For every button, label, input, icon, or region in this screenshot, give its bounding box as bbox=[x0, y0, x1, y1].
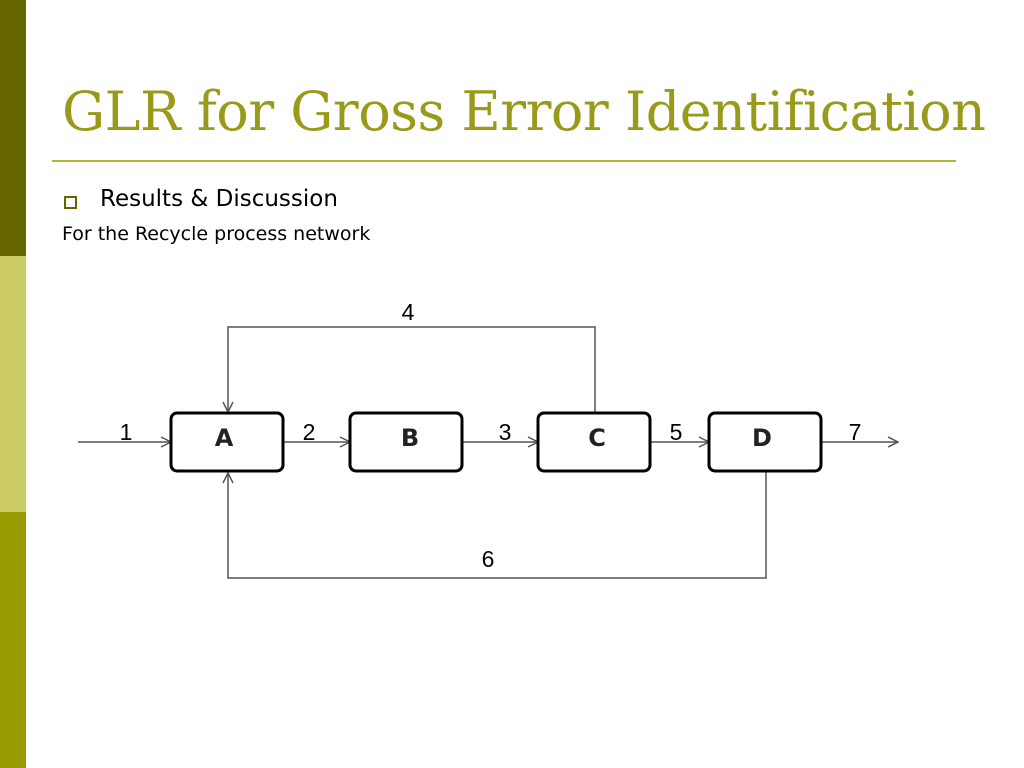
node-b-box bbox=[348, 411, 464, 473]
stream-7-label: 7 bbox=[849, 419, 862, 445]
node-a-box bbox=[169, 411, 285, 473]
stream-4-label: 4 bbox=[402, 299, 415, 325]
node-d-box bbox=[707, 411, 823, 473]
stream-5-label: 5 bbox=[670, 419, 683, 445]
title-divider bbox=[52, 160, 956, 162]
node-c-box bbox=[536, 411, 652, 473]
stream-6-label: 6 bbox=[482, 546, 495, 572]
slide-title: GLR for Gross Error Identification bbox=[62, 80, 986, 143]
sidebar-band-top bbox=[0, 0, 26, 256]
bullet-square-icon bbox=[64, 196, 77, 209]
subtitle-text: For the Recycle process network bbox=[62, 223, 371, 245]
node-a-label: A bbox=[215, 424, 234, 452]
node-b-label: B bbox=[401, 424, 419, 452]
sidebar-band-bottom bbox=[0, 512, 26, 768]
node-c-label: C bbox=[588, 424, 606, 452]
stream-2-label: 2 bbox=[303, 419, 316, 445]
bullet-text: Results & Discussion bbox=[100, 186, 338, 212]
stream-6-line bbox=[228, 472, 767, 579]
node-d-label: D bbox=[752, 424, 772, 452]
stream-3-label: 3 bbox=[499, 419, 512, 445]
stream-4-line bbox=[228, 326, 596, 413]
stream-1-label: 1 bbox=[120, 419, 133, 445]
sidebar-band-middle bbox=[0, 256, 26, 512]
